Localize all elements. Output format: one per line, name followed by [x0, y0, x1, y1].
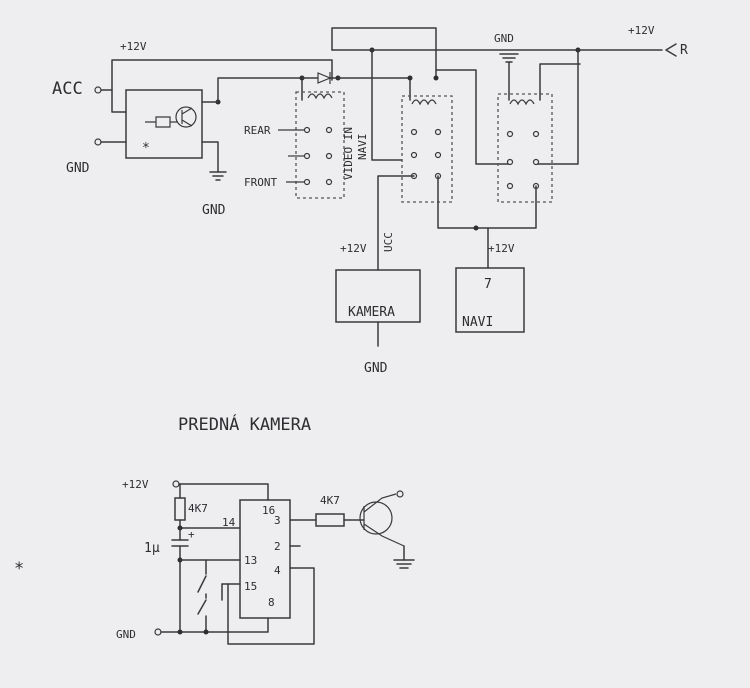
kamera-label: KAMERA: [348, 305, 395, 320]
gnd-bottom-label: GND: [116, 628, 136, 641]
relay-2-box: [401, 95, 453, 203]
r1-label: 4K7: [188, 502, 208, 515]
c1-plus-label: +: [188, 528, 195, 541]
relay-control-schematic: ACC +12V GND * GND: [52, 24, 688, 376]
optocoupler-box: [125, 89, 203, 159]
asterisk-label: *: [142, 141, 150, 156]
video-in-label: VIDEO IN: [342, 127, 355, 180]
resistor-4k7-horizontal: [315, 513, 345, 527]
plus12-kamera-label: +12V: [340, 242, 367, 255]
plus12-navi-label: +12V: [488, 242, 515, 255]
gnd-relay-label: GND: [494, 32, 514, 45]
pin8-label: 8: [268, 596, 275, 609]
navi-vertical-label: NAVI: [356, 134, 369, 161]
ic-block: [239, 499, 291, 619]
gnd-input-terminal: [94, 138, 102, 146]
c1-label: 1μ: [144, 541, 160, 556]
navi-label: NAVI: [462, 315, 493, 330]
front-label: FRONT: [244, 176, 277, 189]
r-label: R: [680, 43, 688, 58]
plus12-right-label: +12V: [628, 24, 655, 37]
note-asterisk: *: [14, 559, 24, 579]
resistor-4k7-vertical: [174, 497, 186, 521]
pin4-label: 4: [274, 564, 281, 577]
gnd-input-label: GND: [66, 161, 90, 176]
pin14-label: 14: [222, 516, 236, 529]
pin3-label: 3: [274, 514, 281, 527]
navi-num-label: 7: [484, 277, 492, 292]
acc-terminal: [94, 86, 102, 94]
plus12-top-label: +12V: [120, 40, 147, 53]
relay-3-box: [497, 93, 553, 203]
pin13-label: 13: [244, 554, 257, 567]
pin2-label: 2: [274, 540, 281, 553]
front-camera-schematic: PREDNÁ KAMERA +12V 4K7 + 1μ 14 16 3 2 13…: [14, 413, 415, 645]
plus12-bottom-label: +12V: [122, 478, 149, 491]
gnd-transistor-label: GND: [202, 203, 226, 218]
video-in-relay-box: [295, 91, 345, 199]
section-title: PREDNÁ KAMERA: [178, 413, 311, 435]
r2-label: 4K7: [320, 494, 340, 507]
pin15-label: 15: [244, 580, 257, 593]
gnd-kamera-label: GND: [364, 361, 388, 376]
pin16-label: 16: [262, 504, 275, 517]
acc-label: ACC: [52, 79, 83, 99]
navi-box: [455, 267, 525, 333]
ucc-label: UCC: [382, 232, 395, 252]
rear-label: REAR: [244, 124, 271, 137]
